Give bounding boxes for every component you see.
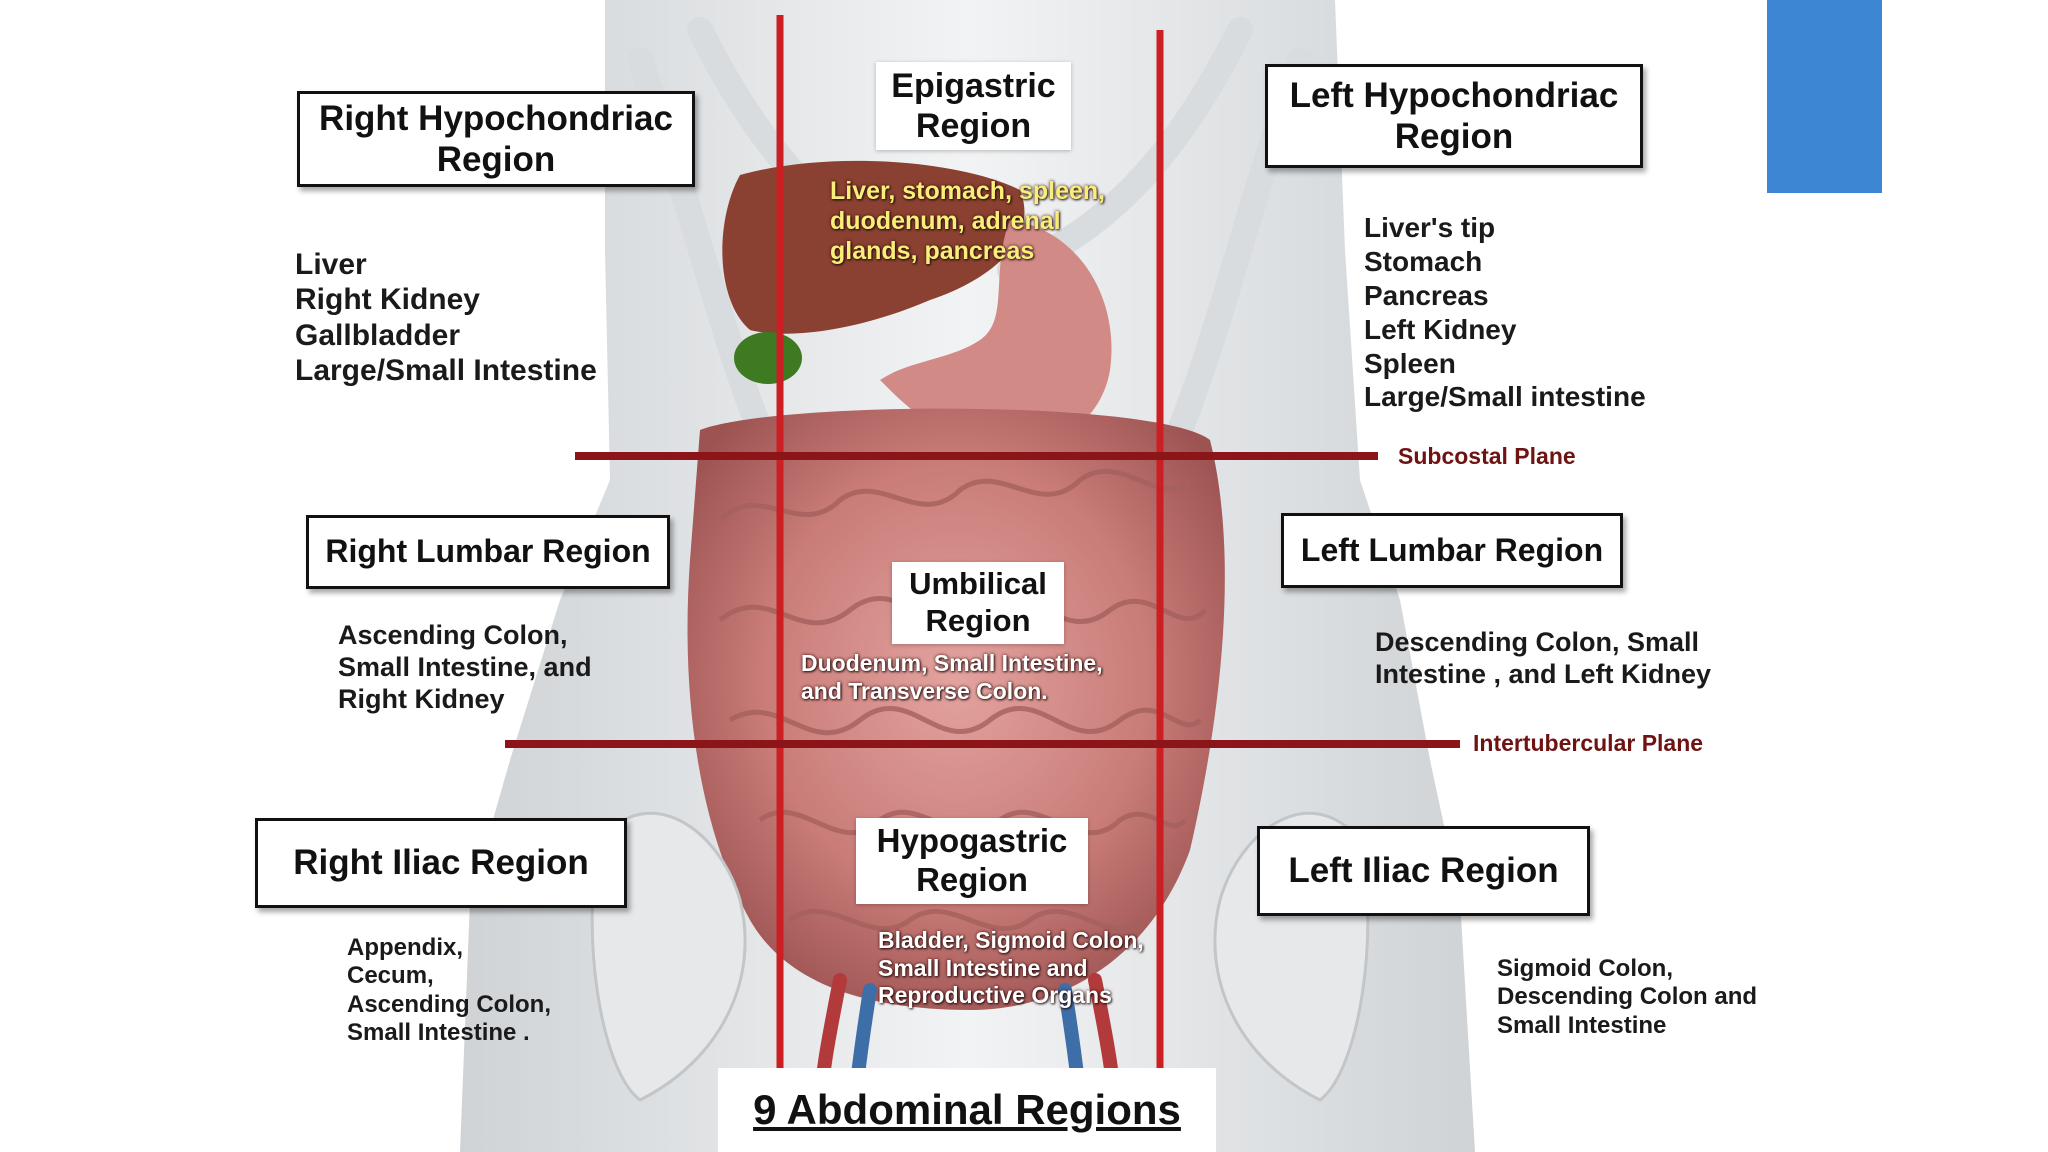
right-lumbar-name: Right Lumbar Region xyxy=(325,533,651,570)
right-hypochondriac-name-line1: Right Hypochondriac xyxy=(319,98,673,138)
epigastric-organs: Liver, stomach, spleen, duodenum, adrena… xyxy=(830,176,1105,266)
right-lumbar-organs: Ascending Colon, Small Intestine, and Ri… xyxy=(338,620,592,716)
left-lumbar-name: Left Lumbar Region xyxy=(1300,531,1604,568)
list-item: Spleen xyxy=(1364,347,1456,379)
hypogastric-label: Hypogastric Region xyxy=(856,818,1088,904)
list-item: Pancreas xyxy=(1364,279,1489,311)
list-item: Duodenum, Small Intestine, xyxy=(801,650,1103,676)
left-iliac-name: Left Iliac Region xyxy=(1288,851,1559,891)
list-item: Large/Small intestine xyxy=(1364,381,1646,413)
right-hypochondriac-label: Right Hypochondriac Region xyxy=(297,91,695,187)
list-item: Liver, stomach, spleen, xyxy=(830,177,1106,205)
right-hypochondriac-name-line2: Region xyxy=(436,140,556,179)
left-lumbar-label: Left Lumbar Region xyxy=(1281,513,1623,588)
stomach xyxy=(880,220,1112,449)
list-item: Ascending Colon, xyxy=(338,620,568,650)
left-iliac-organs: Sigmoid Colon, Descending Colon and Smal… xyxy=(1497,955,1757,1040)
list-item: Reproductive Organs xyxy=(878,982,1112,1009)
list-item: Gallbladder xyxy=(295,318,461,352)
umbilical-name-line2: Region xyxy=(925,603,1031,638)
left-lumbar-organs: Descending Colon, Small Intestine , and … xyxy=(1375,627,1711,691)
list-item: Large/Small Intestine xyxy=(295,354,597,388)
diagram-title: 9 Abdominal Regions xyxy=(718,1068,1216,1152)
left-hypochondriac-organs: Liver's tip Stomach Pancreas Left Kidney… xyxy=(1364,211,1646,414)
list-item: Small Intestine xyxy=(1497,1011,1667,1039)
hypogastric-name-line2: Region xyxy=(916,861,1028,898)
epigastric-name-line2: Region xyxy=(915,107,1032,145)
list-item: Appendix, xyxy=(347,934,464,961)
liver xyxy=(722,160,1025,334)
subcostal-plane-label: Subcostal Plane xyxy=(1398,443,1576,469)
list-item: Small Intestine, and xyxy=(338,651,592,682)
left-hypochondriac-label: Left Hypochondriac Region xyxy=(1265,64,1643,168)
list-item: Liver xyxy=(295,248,367,281)
right-iliac-label: Right Iliac Region xyxy=(255,818,627,908)
list-item: glands, pancreas xyxy=(830,237,1035,265)
umbilical-name-line1: Umbilical xyxy=(909,566,1047,602)
list-item: duodenum, adrenal xyxy=(830,207,1061,235)
gallbladder xyxy=(734,332,802,384)
list-item: Right Kidney xyxy=(338,683,505,714)
list-item: Descending Colon and xyxy=(1497,983,1758,1011)
list-item: Stomach xyxy=(1364,245,1483,277)
accent-bar xyxy=(1767,0,1882,193)
list-item: Bladder, Sigmoid Colon, xyxy=(878,927,1144,953)
epigastric-label: Epigastric Region xyxy=(876,62,1071,150)
list-item: Left Kidney xyxy=(1364,313,1517,345)
umbilical-label: Umbilical Region xyxy=(892,562,1064,644)
left-iliac-label: Left Iliac Region xyxy=(1257,826,1590,916)
list-item: and Transverse Colon. xyxy=(801,677,1048,704)
left-hypochondriac-name-line2: Region xyxy=(1394,117,1514,156)
list-item: Liver's tip xyxy=(1364,212,1496,243)
list-item: Small Intestine and xyxy=(878,954,1088,981)
list-item: Descending Colon, Small xyxy=(1375,627,1700,657)
list-item: Right Kidney xyxy=(295,283,480,317)
right-lumbar-label: Right Lumbar Region xyxy=(306,515,670,589)
intertubercular-plane-label: Intertubercular Plane xyxy=(1473,730,1704,756)
left-hypochondriac-name-line1: Left Hypochondriac xyxy=(1289,75,1619,115)
epigastric-name-line1: Epigastric xyxy=(891,66,1056,105)
list-item: Ascending Colon, xyxy=(347,990,551,1018)
right-hypochondriac-organs: Liver Right Kidney Gallbladder Large/Sma… xyxy=(295,247,597,389)
list-item: Intestine , and Left Kidney xyxy=(1375,658,1712,689)
hypogastric-name-line1: Hypogastric xyxy=(876,822,1068,860)
right-iliac-name: Right Iliac Region xyxy=(293,843,589,883)
list-item: Sigmoid Colon, xyxy=(1497,955,1673,982)
list-item: Small Intestine . xyxy=(347,1018,530,1046)
small-intestine xyxy=(687,408,1225,1010)
right-iliac-organs: Appendix, Cecum, Ascending Colon, Small … xyxy=(347,934,551,1047)
list-item: Cecum, xyxy=(347,962,434,990)
umbilical-organs: Duodenum, Small Intestine, and Transvers… xyxy=(801,650,1103,705)
hypogastric-organs: Bladder, Sigmoid Colon, Small Intestine … xyxy=(878,927,1144,1010)
